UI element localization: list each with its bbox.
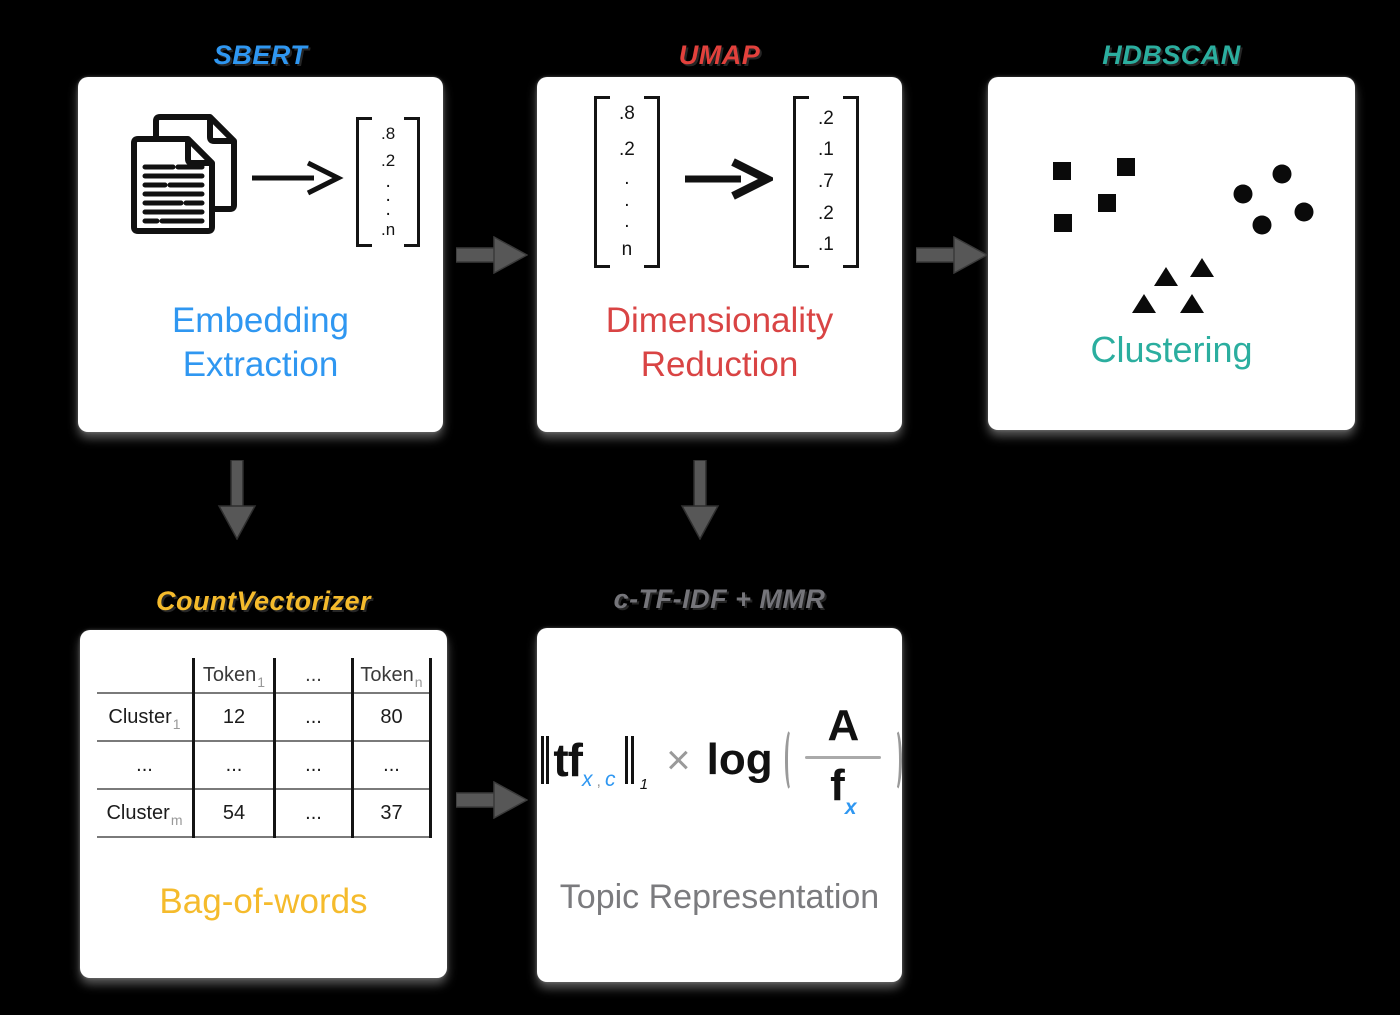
table-cell: ... bbox=[273, 789, 353, 838]
vector-value: .7 bbox=[818, 170, 834, 192]
table-cell: ... bbox=[273, 741, 353, 790]
table-cell: ... bbox=[192, 741, 275, 790]
vector-value: .2 bbox=[818, 202, 834, 224]
vector-value: .2 bbox=[619, 139, 635, 161]
vector-value: n bbox=[621, 238, 633, 260]
header-cell: ... bbox=[273, 658, 353, 694]
table-row: Clusterm 54 ... 37 bbox=[97, 789, 432, 838]
square-points-icon bbox=[1053, 158, 1135, 232]
sbert-label: SBERT bbox=[213, 40, 308, 70]
fraction-numerator: A bbox=[827, 700, 860, 750]
row-label: Cluster1 bbox=[97, 693, 194, 742]
table-header-row: Token1 ... Tokenn bbox=[97, 658, 432, 694]
countvectorizer-label: CountVectorizer bbox=[155, 586, 372, 616]
vector-value: .n bbox=[381, 220, 396, 239]
open-paren bbox=[784, 728, 798, 792]
flow-arrow-down-icon bbox=[680, 460, 720, 540]
embedding-extraction-box: .8 .2 . . . .n Embedding Extraction bbox=[78, 77, 443, 432]
vector-ellipsis: . bbox=[624, 189, 630, 211]
bracket-right bbox=[842, 96, 859, 268]
transform-arrow-icon bbox=[252, 160, 344, 196]
umap-label: UMAP bbox=[678, 40, 761, 70]
bracket-left bbox=[594, 96, 610, 268]
norm-index: 1 bbox=[639, 775, 649, 793]
vector-value: .8 bbox=[619, 103, 635, 124]
transform-arrow-icon bbox=[685, 158, 773, 200]
row-label: Clusterm bbox=[97, 789, 194, 838]
flow-arrow-right-icon bbox=[456, 781, 528, 819]
ctfidf-mmr-label: c-TF-IDF + MMR bbox=[613, 584, 826, 614]
table-cell: 54 bbox=[192, 789, 275, 838]
clustering-caption: Clustering bbox=[1090, 329, 1253, 370]
high-dim-vector: .8 .2 . . . n bbox=[594, 96, 660, 268]
table-cell: ... bbox=[273, 693, 353, 742]
bag-of-words-caption: Bag-of-words bbox=[159, 882, 368, 921]
bracket-left bbox=[793, 96, 809, 268]
table-cell: ... bbox=[351, 741, 432, 790]
header-cell: Token1 bbox=[192, 658, 275, 694]
fraction: A f x bbox=[805, 700, 882, 819]
bracket-right bbox=[643, 96, 660, 268]
hdbscan-label: HDBSCAN bbox=[1102, 40, 1241, 70]
vector-ellipsis: . bbox=[624, 168, 630, 190]
vector-value: .2 bbox=[818, 107, 834, 129]
tf-subscripts: x , c bbox=[581, 768, 616, 791]
vector-ellipsis: . bbox=[385, 185, 391, 206]
norm-bars bbox=[625, 736, 634, 784]
tf-term: tf bbox=[553, 734, 583, 786]
bag-of-words-box: Token1 ... Tokenn Cluster1 12 ... 80 ...… bbox=[80, 630, 447, 978]
header-cell bbox=[97, 658, 194, 694]
circle-points-icon bbox=[1233, 164, 1314, 235]
table-row: Cluster1 12 ... 80 bbox=[97, 693, 432, 742]
vector-value: .2 bbox=[381, 151, 396, 170]
topic-representation-caption: Topic Representation bbox=[559, 878, 880, 916]
dimensionality-reduction-box: .8 .2 . . . n .2 .1 .7 .2 .1 bbox=[537, 77, 902, 432]
vector-ellipsis: . bbox=[385, 171, 391, 192]
vector-value: .1 bbox=[818, 139, 834, 161]
bracket-right bbox=[404, 117, 421, 247]
flow-arrow-right-icon bbox=[456, 236, 528, 274]
table-cell: 80 bbox=[351, 693, 432, 742]
embedding-vector: .8 .2 . . . .n bbox=[356, 117, 421, 247]
log-term: log bbox=[706, 735, 773, 784]
embedding-extraction-caption: Embedding Extraction bbox=[171, 301, 350, 384]
fraction-bar bbox=[805, 755, 882, 759]
norm-bars bbox=[541, 736, 550, 784]
flow-arrow-right-icon bbox=[916, 236, 988, 274]
row-label: ... bbox=[97, 741, 194, 790]
cluster-scatter bbox=[1053, 158, 1314, 313]
clustering-box: Clustering bbox=[988, 77, 1355, 430]
low-dim-vector: .2 .1 .7 .2 .1 bbox=[793, 96, 859, 268]
dimensionality-reduction-caption: Dimensionality Reduction bbox=[605, 301, 834, 384]
vector-ellipsis: . bbox=[385, 199, 391, 220]
table-cell: 12 bbox=[192, 693, 275, 742]
triangle-points-icon bbox=[1132, 258, 1214, 313]
vector-value: .1 bbox=[818, 234, 834, 256]
bracket-left bbox=[356, 117, 372, 247]
topic-representation-box: tf x , c 1 × log A f x Topic Representat… bbox=[537, 628, 903, 982]
documents-icon bbox=[131, 114, 237, 234]
bag-of-words-table: Token1 ... Tokenn Cluster1 12 ... 80 ...… bbox=[97, 658, 432, 838]
flow-arrow-down-icon bbox=[217, 460, 257, 540]
ctfidf-formula: tf x , c 1 × log A f x bbox=[537, 690, 903, 830]
vector-value: .8 bbox=[381, 124, 396, 143]
times-sign: × bbox=[666, 736, 691, 783]
header-cell: Tokenn bbox=[351, 658, 432, 694]
fraction-denominator: f x bbox=[830, 760, 857, 819]
close-paren bbox=[889, 728, 903, 792]
vector-ellipsis: . bbox=[624, 210, 630, 232]
table-row: ... ... ... ... bbox=[97, 741, 432, 790]
table-cell: 37 bbox=[351, 789, 432, 838]
